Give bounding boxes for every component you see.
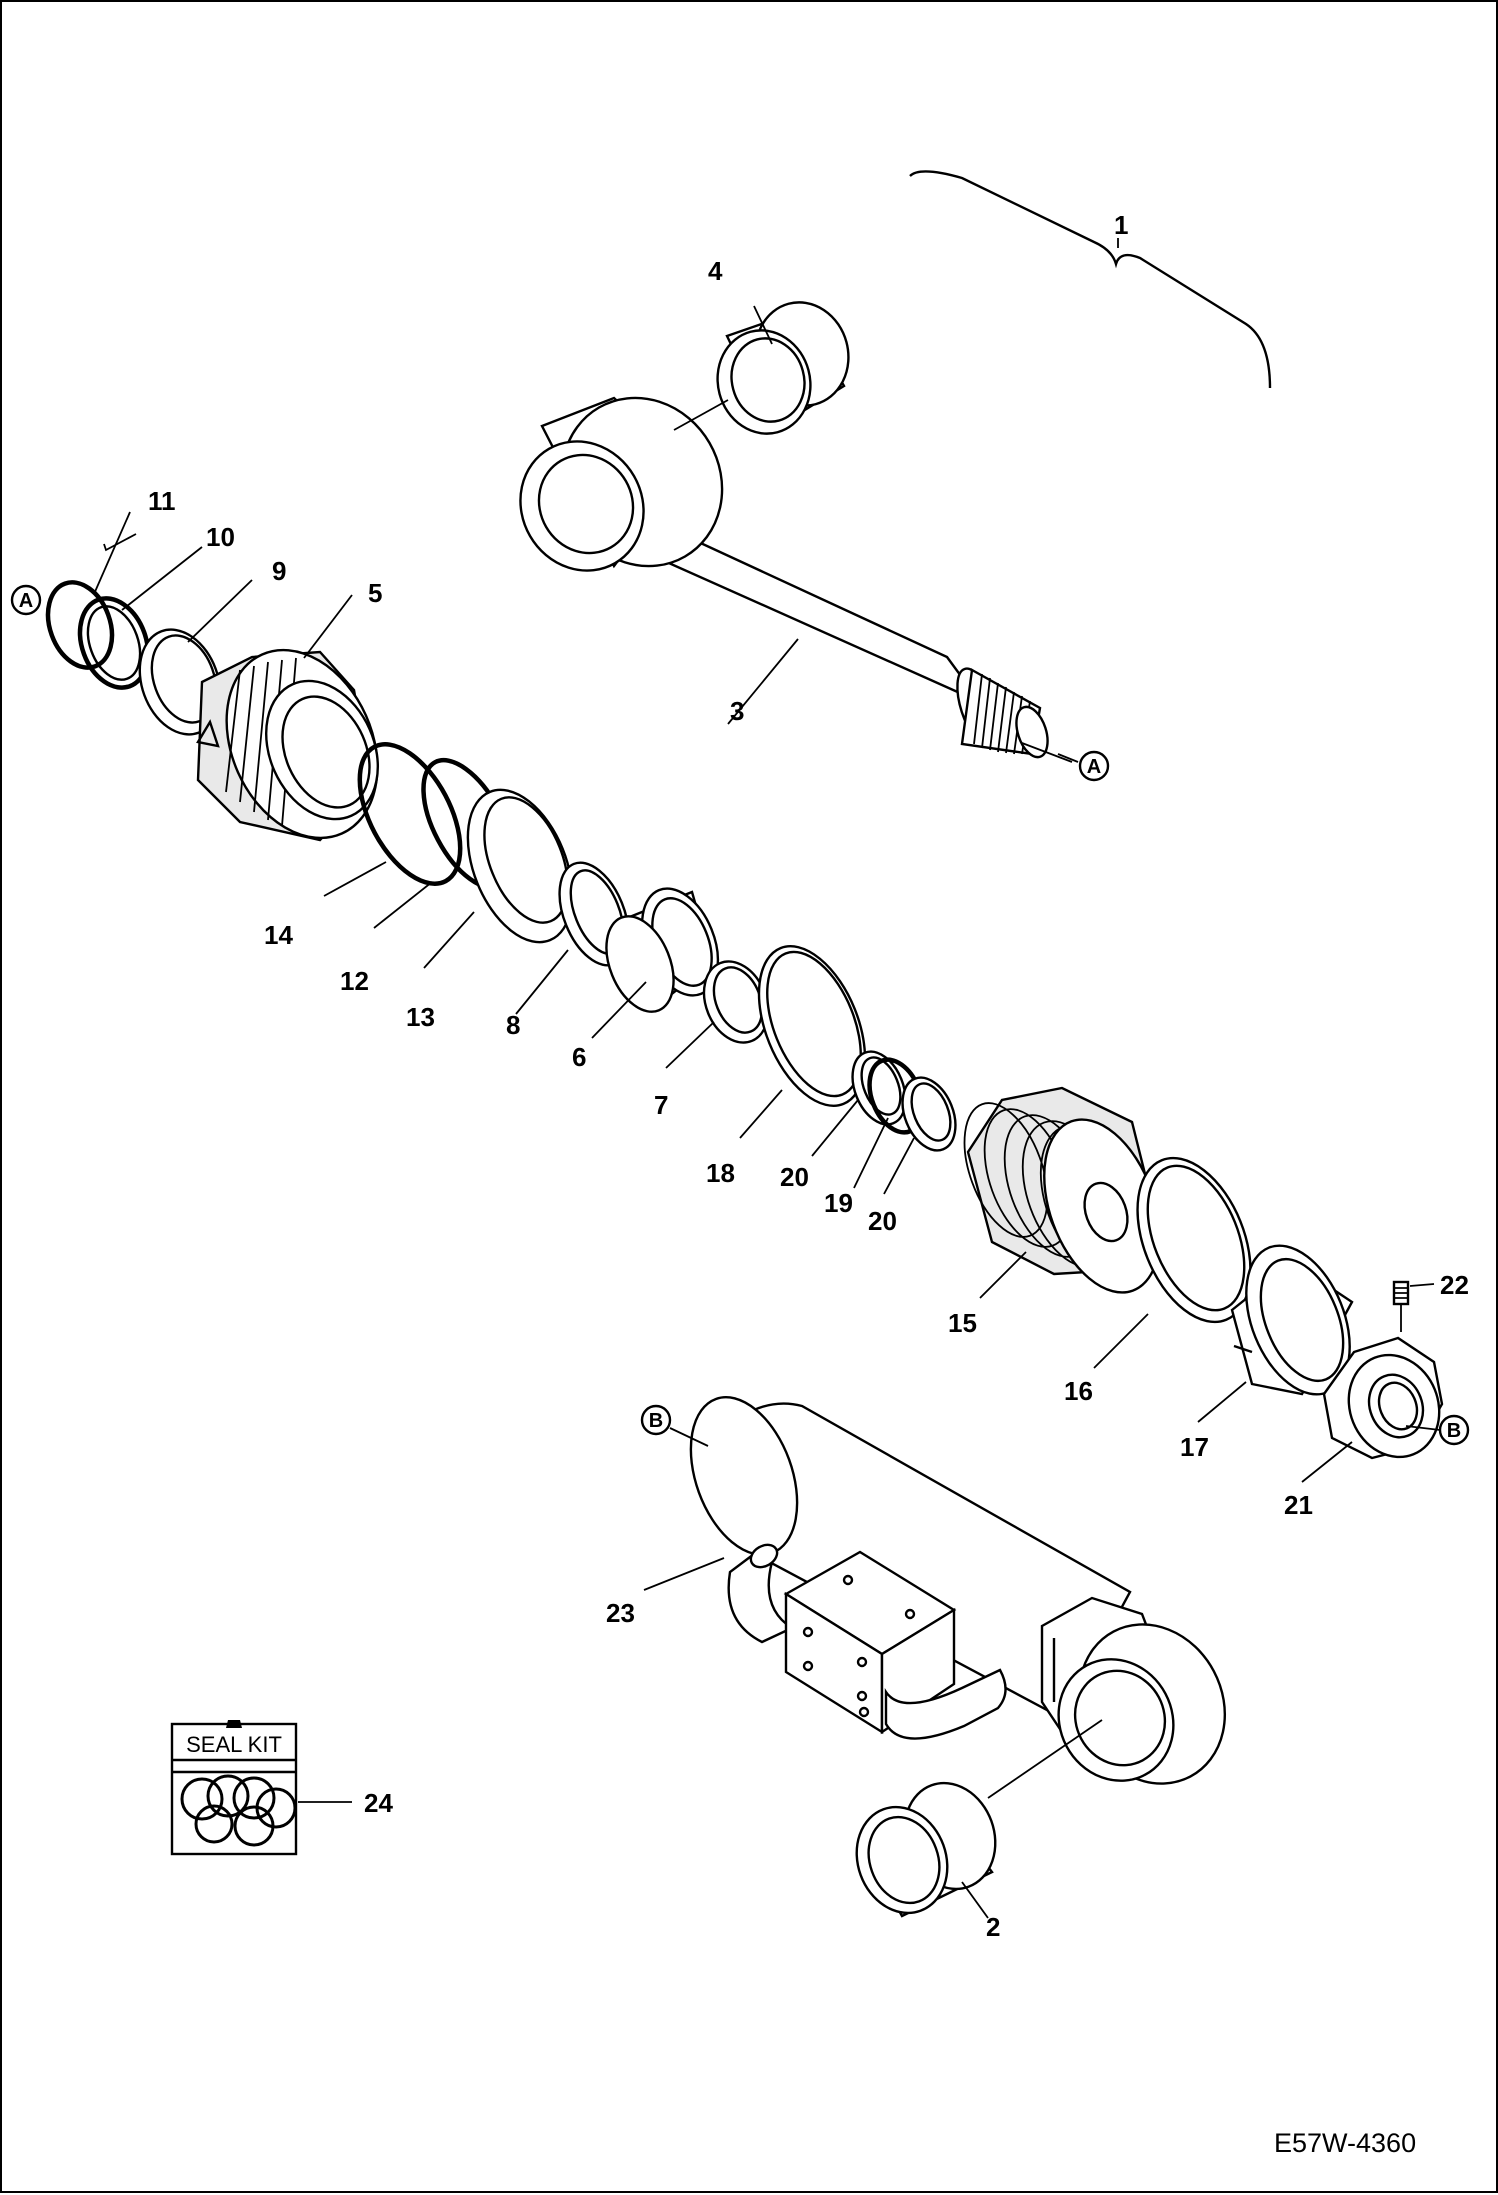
spacer-tube-6 [605, 887, 720, 1013]
callout-13: 13 [406, 1002, 435, 1032]
lock-nut-21 [1322, 1336, 1444, 1460]
callout-8: 8 [506, 1010, 520, 1040]
seal-kit-label: SEAL KIT [186, 1732, 282, 1757]
o-ring-18 [757, 945, 867, 1107]
callout-16: 16 [1064, 1376, 1093, 1406]
assembly-bracket [909, 170, 1272, 389]
svg-text:A: A [19, 590, 33, 612]
callout-1: 1 [1114, 210, 1128, 240]
callout-15: 15 [948, 1308, 977, 1338]
o-ring-14 [357, 742, 463, 886]
rod-eye [519, 396, 724, 572]
ring-20-second [901, 1076, 957, 1152]
callout-5: 5 [368, 578, 382, 608]
callout-3: 3 [730, 696, 744, 726]
backup-ring-13 [466, 788, 574, 944]
callout-20-first: 20 [780, 1162, 809, 1192]
callout-2: 2 [986, 1912, 1000, 1942]
callout-21: 21 [1284, 1490, 1313, 1520]
callout-24: 24 [364, 1788, 393, 1818]
callout-18: 18 [706, 1158, 735, 1188]
seal-kit-24 [170, 1720, 298, 1856]
callout-20-second: 20 [868, 1206, 897, 1236]
svg-text:A: A [1087, 756, 1101, 778]
cylinder-head-5 [196, 648, 380, 842]
drawing-code: E57W-4360 [1274, 2128, 1416, 2158]
leader-lines [93, 238, 1441, 1919]
split-ring-17 [1230, 1244, 1354, 1396]
callout-22: 22 [1440, 1270, 1469, 1300]
wear-ring-16 [1136, 1156, 1252, 1324]
svg-text:B: B [1447, 1420, 1461, 1442]
callout-9: 9 [272, 556, 286, 586]
callout-17: 17 [1180, 1432, 1209, 1462]
callout-12: 12 [340, 966, 369, 996]
connector-b-right: B [1438, 1414, 1470, 1446]
wiper-seal-10 [77, 596, 151, 690]
callout-11: 11 [148, 486, 176, 516]
connector-a-right: A [1078, 750, 1110, 782]
dust-ring-11 [45, 580, 115, 670]
set-screw-22 [1392, 1280, 1410, 1332]
bushing-2 [855, 1781, 997, 1918]
connector-b-left: B [640, 1404, 672, 1436]
svg-text:B: B [649, 1410, 663, 1432]
ring-20-first [851, 1050, 907, 1126]
callout-23: 23 [606, 1598, 635, 1628]
callout-labels: 1 2 3 4 5 6 7 8 9 10 11 12 13 14 15 16 1… [148, 210, 1469, 1942]
callout-4: 4 [708, 256, 723, 286]
callout-14: 14 [264, 920, 293, 950]
callout-7: 7 [654, 1090, 668, 1120]
piston-rod [609, 499, 1049, 759]
connector-a-left: A [10, 584, 42, 616]
bushing-4 [716, 301, 850, 435]
callout-6: 6 [572, 1042, 586, 1072]
callout-10: 10 [206, 522, 235, 552]
cylinder-tube-23 [689, 1396, 1227, 1785]
callout-19: 19 [824, 1188, 853, 1218]
